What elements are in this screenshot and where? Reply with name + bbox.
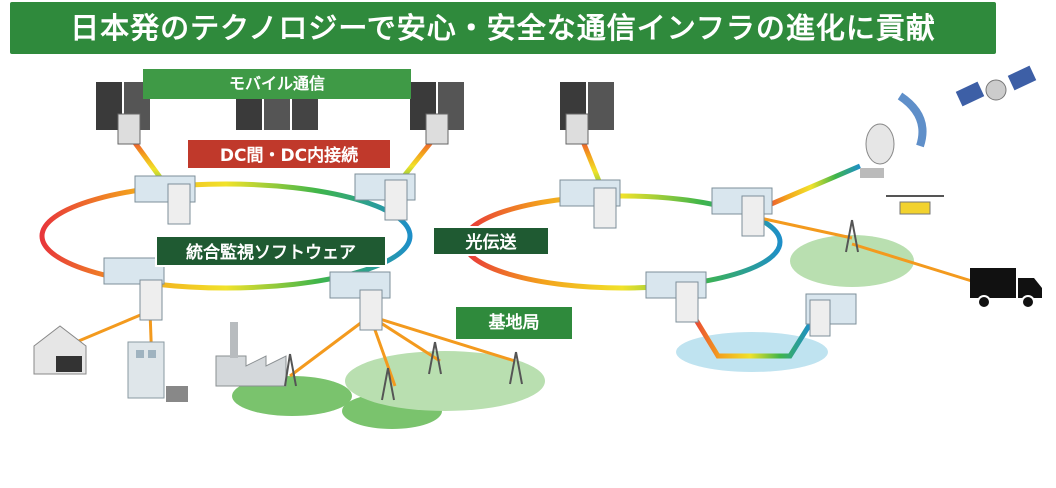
server-rack-icon (560, 82, 614, 145)
factory-icon (215, 322, 287, 387)
truck-icon (970, 268, 1042, 309)
server-rack-icon (410, 82, 464, 145)
satellite-icon (955, 65, 1037, 107)
network-switch-icon (103, 257, 165, 321)
office-building-icon (127, 341, 165, 399)
network-switch-icon (329, 271, 391, 331)
parabolic-antenna-icon (860, 92, 927, 178)
cell-tower-icon (428, 341, 442, 375)
monitoring-software-label: 統合監視ソフトウェア (155, 235, 387, 267)
title-banner: 日本発のテクノロジーで安心・安全な通信インフラの進化に貢献 (10, 2, 996, 54)
access-links (61, 216, 976, 387)
cell-tower-icon (509, 351, 523, 385)
network-switch-icon (134, 175, 196, 225)
tablet-icon (166, 386, 188, 402)
banner-title: 日本発のテクノロジーで安心・安全な通信インフラの進化に貢献 (70, 11, 936, 45)
network-switch-icon (354, 173, 416, 221)
base-station-label: 基地局 (456, 307, 572, 339)
mobile-communication-label: モバイル通信 (143, 69, 411, 99)
cell-tower-icon (284, 353, 297, 387)
coverage-area (676, 332, 828, 372)
drone-icon (886, 195, 944, 215)
cell-tower-icon (845, 219, 859, 253)
network-switch-icon (711, 187, 773, 237)
fiber-link (687, 308, 813, 359)
server-rack-icon (96, 82, 150, 145)
fiber-link (761, 163, 861, 211)
coverage-area (790, 235, 914, 287)
diagram-stage: 日本発のテクノロジーで安心・安全な通信インフラの進化に貢献 (10, 2, 1042, 429)
network-switch-icon (645, 271, 707, 323)
coverage-area (345, 351, 545, 411)
cell-tower-icon (381, 367, 395, 401)
optical-ring-left (39, 181, 413, 291)
network-diagram (33, 65, 1042, 429)
optical-transmission-label: 光伝送 (432, 226, 550, 256)
network-switch-icon (805, 293, 857, 337)
network-switch-icon (559, 179, 621, 229)
dc-connection-label: DC間・DC内接続 (186, 138, 392, 170)
laptop-icon (56, 356, 82, 372)
